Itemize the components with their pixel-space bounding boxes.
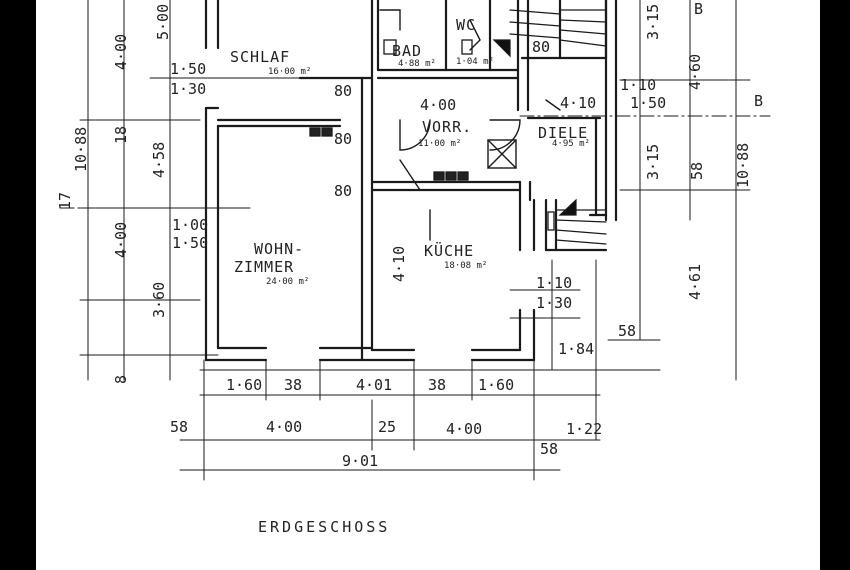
dim-right-315: 3·15: [644, 4, 662, 40]
room-schlaf-area: 16·00 m²: [268, 67, 311, 77]
dim-bottom-401: 4·01: [356, 376, 392, 394]
dim-v-400: 4·00: [420, 96, 456, 114]
room-kueche-area: 18·08 m²: [444, 261, 487, 271]
room-wohn-area: 24·00 m²: [266, 277, 309, 287]
dim-left-17: 17: [56, 192, 74, 210]
dim-bottom-160a: 1·60: [226, 376, 262, 394]
dim-left-400-mid: 4·00: [112, 222, 130, 258]
dim-right-315b: 3·15: [644, 144, 662, 180]
dim-left-18: 18: [112, 126, 130, 144]
dim-left-500: 5·00: [154, 4, 172, 40]
outer-walls: [204, 0, 618, 362]
dim-left-8: 8: [112, 375, 130, 384]
dim-bottom-160b: 1·60: [478, 376, 514, 394]
room-wc-area: 1·04 m²: [456, 57, 494, 67]
dim-c-80d: 80: [532, 38, 550, 56]
dim-bottom-400b: 4·00: [446, 420, 482, 438]
staircase: [492, 9, 607, 245]
room-kueche-name: KÜCHE: [424, 241, 474, 260]
dim-left-100: 1·00: [172, 216, 208, 234]
dim-c-80c: 80: [334, 182, 352, 200]
dim-v-110b: 1·10: [536, 274, 572, 292]
room-wohn-name-1: WOHN-: [254, 240, 304, 258]
dim-right-58: 58: [688, 162, 706, 180]
room-diele-name: DIELE: [538, 124, 588, 142]
dim-right-461: 4·61: [686, 264, 704, 300]
radiators: [309, 39, 555, 231]
dim-left-1088: 10·88: [72, 127, 90, 172]
dim-left-400-top: 4·00: [112, 34, 130, 70]
dim-bottom-122: 1·22: [566, 420, 602, 438]
dim-left-150: 1·50: [170, 60, 206, 78]
room-wc-name: WC: [456, 16, 476, 34]
dim-v-184: 1·84: [558, 340, 594, 358]
dim-bottom-38a: 38: [284, 376, 302, 394]
drawing-title: ERDGESCHOSS: [258, 518, 390, 536]
dim-v-150: 1·50: [630, 94, 666, 112]
doors: [379, 9, 561, 241]
plan-sheet: [36, 0, 820, 570]
dim-right-460: 4·60: [686, 54, 704, 90]
dim-v-58: 58: [618, 322, 636, 340]
dim-v-130: 1·30: [536, 294, 572, 312]
room-vorr-name: VORR.: [422, 118, 472, 136]
dim-right-1088: 10·88: [734, 143, 752, 188]
axis-label-b: B: [754, 92, 763, 110]
dim-bottom-38b: 38: [428, 376, 446, 394]
dim-v-410b: 4·10: [390, 246, 408, 282]
room-vorr-area: 11·00 m²: [418, 139, 461, 149]
dim-left-360: 3·60: [150, 282, 168, 318]
dim-bottom-400a: 4·00: [266, 418, 302, 436]
dimension-lines: [79, 0, 751, 481]
dim-left-458: 4·58: [150, 142, 168, 178]
room-diele-area: 4·95 m²: [552, 139, 590, 149]
dim-v-410: 4·10: [560, 94, 596, 112]
dim-bottom-58a: 58: [170, 418, 188, 436]
dim-bottom-901: 9·01: [342, 452, 378, 470]
room-wohn-name-2: ZIMMER: [234, 258, 294, 276]
dim-c-80b: 80: [334, 130, 352, 148]
dim-bottom-58b: 58: [540, 440, 558, 458]
dim-v-110: 1·10: [620, 76, 656, 94]
room-bad-name: BAD: [392, 42, 422, 60]
room-bad-area: 4·88 m²: [398, 59, 436, 69]
room-schlaf-name: SCHLAF: [230, 48, 290, 66]
axis-label-b-top: B: [694, 0, 703, 18]
dim-c-80a: 80: [334, 82, 352, 100]
dim-left-150b: 1·50: [172, 234, 208, 252]
dim-left-130: 1·30: [170, 80, 206, 98]
dim-bottom-25: 25: [378, 418, 396, 436]
